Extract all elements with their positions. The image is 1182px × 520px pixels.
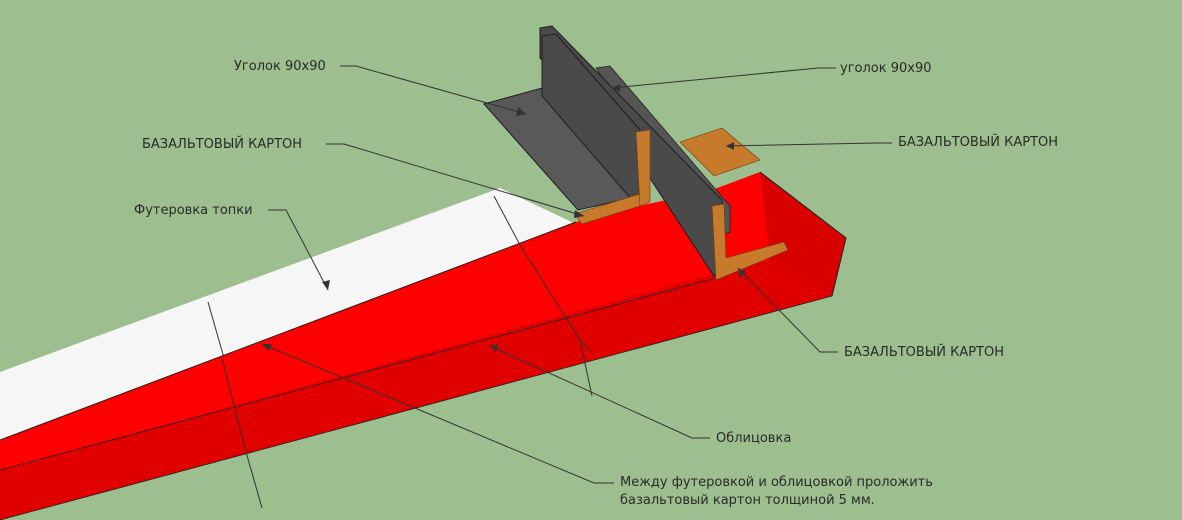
cladding-end-face	[760, 172, 846, 296]
arrowhead	[738, 268, 746, 278]
cladding-joint	[579, 339, 593, 353]
label-basalt-left: БАЗАЛЬТОВЫЙ КАРТОН	[142, 137, 303, 152]
label-lining: Футеровка топки	[134, 203, 253, 218]
basalt-board-bottom	[711, 203, 789, 281]
arrowhead	[612, 84, 620, 92]
leader-basalt-bottom	[737, 267, 838, 353]
basalt-board-left-vertical	[635, 129, 651, 207]
arrowhead	[322, 280, 330, 290]
lining-joint	[207, 301, 225, 359]
arrowhead	[726, 142, 734, 150]
cladding-side-face	[0, 238, 846, 520]
cladding-edge	[0, 221, 577, 441]
leader-cladding	[489, 345, 710, 439]
note-line-2: базальтовый картон толщиной 5 мм.	[620, 493, 875, 508]
arrowhead	[574, 210, 584, 218]
label-angle-left: Уголок 90х90	[234, 59, 326, 74]
leader-note	[261, 343, 614, 484]
lining-joint	[493, 195, 521, 246]
label-cladding: Облицовка	[716, 431, 792, 446]
arrowhead	[516, 107, 526, 116]
basalt-board-right	[679, 127, 761, 177]
cladding-joint	[221, 357, 263, 509]
leader-basalt-right	[725, 142, 892, 147]
note-line-1: Между футеровкой и облицовкой проложить	[620, 475, 933, 490]
arrowhead	[490, 344, 498, 352]
label-basalt-bottom: БАЗАЛЬТОВЫЙ КАРТОН	[844, 345, 1005, 360]
cladding-edge	[0, 277, 717, 471]
label-basalt-right: БАЗАЛЬТОВЫЙ КАРТОН	[898, 135, 1059, 150]
label-angle-right: уголок 90х90	[840, 61, 932, 76]
cladding-edge	[759, 171, 847, 297]
cladding-top-face	[0, 172, 846, 470]
arrowhead	[262, 344, 272, 351]
leader-lining	[268, 209, 329, 291]
leader-angle-right	[611, 67, 836, 89]
leader-angle-left	[340, 65, 527, 115]
leader-basalt-left	[326, 143, 585, 217]
